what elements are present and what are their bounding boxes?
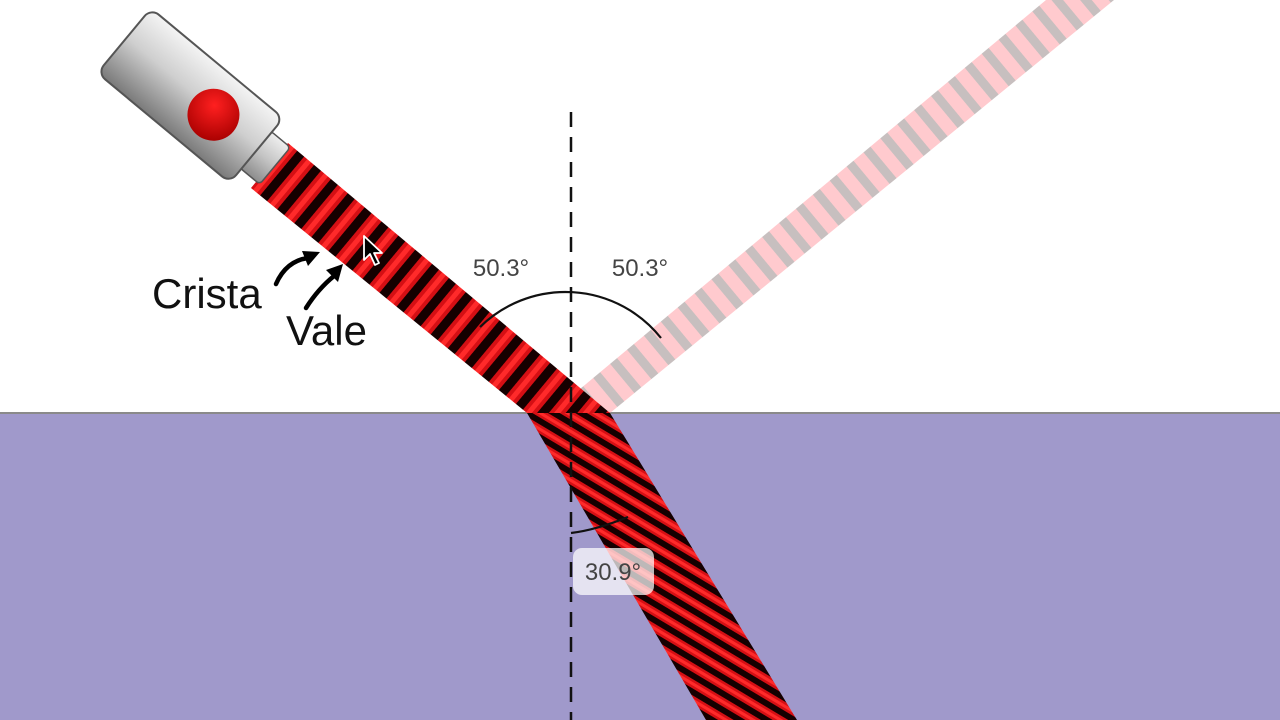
laser-pointer-icon[interactable]	[97, 8, 301, 198]
trough-label: Vale	[286, 307, 367, 354]
reflected-beam	[580, 0, 1114, 413]
crest-label: Crista	[152, 270, 262, 317]
laser-body	[100, 11, 281, 180]
refracted-beam	[527, 413, 797, 720]
incident-angle-arc	[479, 290, 662, 339]
crest-arrow-icon	[273, 251, 320, 287]
reflected-angle-label: 50.3°	[612, 255, 668, 282]
incident-angle-label: 50.3°	[473, 255, 529, 282]
incident-beam	[251, 143, 610, 413]
refracted-angle-arc	[570, 515, 629, 535]
mouse-cursor-icon	[363, 235, 383, 266]
refracted-angle-label: 30.9°	[585, 559, 641, 586]
laser-button[interactable]	[177, 78, 250, 151]
refracted-angle-label-box	[573, 548, 654, 595]
trough-arrow-icon	[303, 264, 343, 311]
